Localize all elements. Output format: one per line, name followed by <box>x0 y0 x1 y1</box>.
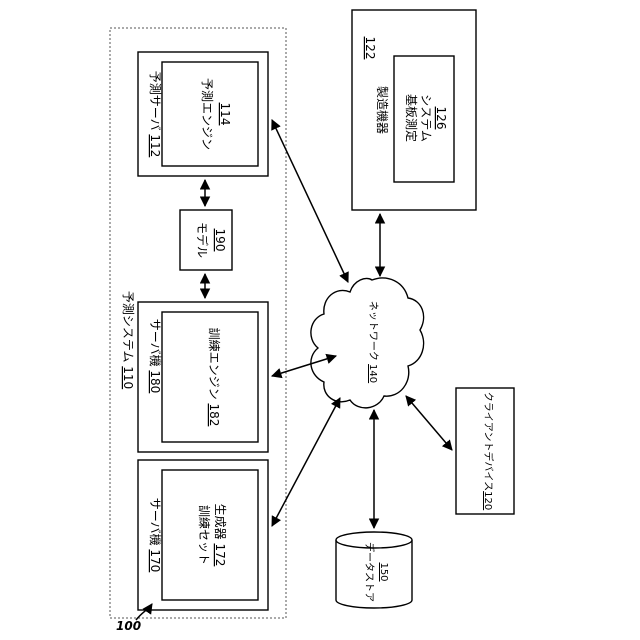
prediction-engine-label: 予測エンジン <box>200 78 214 150</box>
prediction-server-label: 予測サーバ 112 <box>148 71 162 158</box>
arrow-prediction-server-network <box>272 120 348 282</box>
training-set-generator-line2: 生成器 172 <box>213 504 227 567</box>
arrow-server-170-network <box>272 398 340 526</box>
data-store-ref: 150 <box>378 562 389 581</box>
manufacturing-equipment-ref: 122 <box>363 37 377 60</box>
arrow-network-client-device <box>406 396 452 450</box>
training-engine-label: 訓練エンジン 182 <box>207 328 222 427</box>
data-store-label: データストア <box>363 542 376 602</box>
prediction-engine-ref: 114 <box>218 103 232 126</box>
manufacturing-equipment-label: 製造機器 <box>375 86 390 134</box>
client-device-label: クライアントデバイス120 <box>482 392 495 510</box>
server-machine-170-label: サーバ機 170 <box>148 498 163 573</box>
network-label: ネットワーク 140 <box>367 301 379 383</box>
substrate-measurement-ref: 126 <box>434 107 448 130</box>
model-ref: 190 <box>213 229 227 252</box>
training-set-generator-line1: 訓練セット <box>197 505 212 565</box>
figure-ref-label: 100 <box>116 619 141 633</box>
model-label: モデル <box>195 222 210 258</box>
substrate-measurement-line1: 基板測定 <box>404 94 419 142</box>
server-machine-180-label: サーバ機 180 <box>148 319 163 394</box>
prediction-system-label: 予測システム 110 <box>121 291 135 389</box>
substrate-measurement-line2: システム <box>419 94 433 142</box>
